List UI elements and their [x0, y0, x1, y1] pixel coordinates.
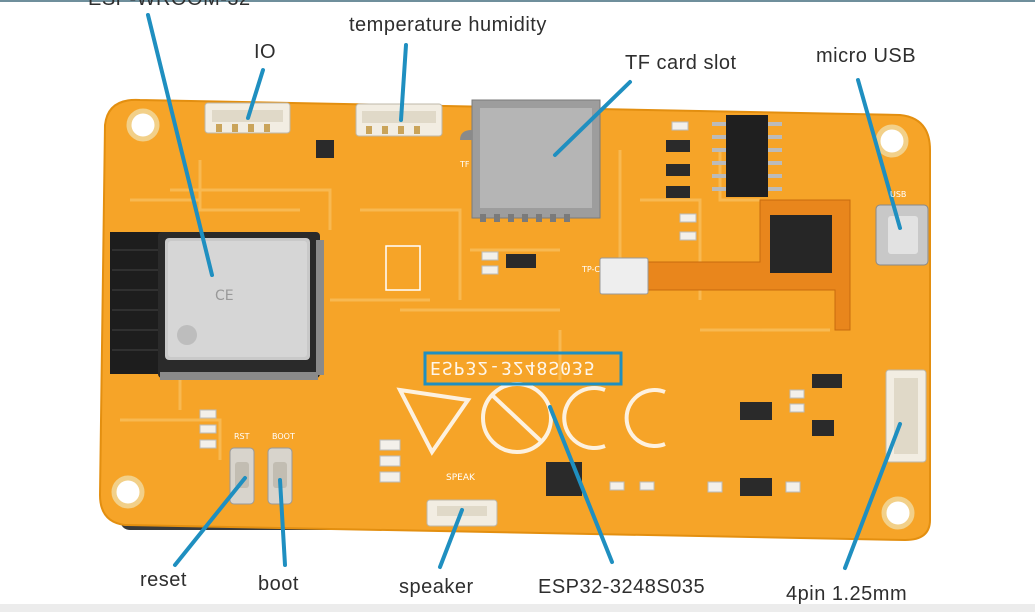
reset-button-part	[229, 447, 255, 505]
silkscreen-tf: TF	[460, 160, 470, 169]
mounting-hole-tl	[126, 108, 160, 142]
bottom-strip	[0, 604, 1035, 612]
svg-text:CE: CE	[215, 288, 234, 304]
label-tf-card-slot: TF card slot	[625, 52, 737, 74]
micro-usb-port	[875, 204, 929, 266]
silkscreen-usb: USB	[890, 190, 907, 199]
label-esp-wroom: ESP-WROOM-32	[88, 0, 251, 11]
mounting-hole-tr	[875, 124, 909, 158]
label-board-model: ESP32-3248S035	[538, 576, 706, 598]
label-io: IO	[254, 41, 277, 63]
touch-flex-cable	[599, 199, 851, 331]
pcb-board	[98, 98, 931, 542]
pointer-4pin	[843, 422, 902, 570]
silkscreen-tpc: TP-C	[582, 265, 601, 274]
model-highlight-box	[423, 351, 623, 386]
label-boot: boot	[258, 573, 299, 595]
silkscreen-rst: RST	[234, 432, 250, 441]
pointer-esp-wroom	[146, 13, 214, 277]
pointer-lines	[146, 13, 902, 570]
silkscreen-boot: BOOT	[272, 432, 295, 441]
pointer-io	[246, 68, 265, 120]
pcb-traces	[120, 150, 830, 460]
pointer-board-model	[548, 405, 614, 564]
top-border	[0, 0, 1035, 2]
label-temperature-humidity: temperature humidity	[349, 14, 547, 36]
pointer-boot	[278, 478, 287, 567]
label-speaker: speaker	[399, 576, 474, 598]
label-4pin: 4pin 1.25mm	[786, 583, 908, 605]
boot-button-part	[267, 447, 293, 505]
ic-soic-right	[726, 115, 768, 197]
unpopulated-footprint	[385, 245, 421, 291]
label-micro-usb: micro USB	[816, 45, 917, 67]
silkscreen-speak: SPEAK	[446, 473, 475, 483]
passives	[199, 121, 805, 493]
smd-components	[316, 140, 842, 496]
pointer-micro-usb	[856, 78, 902, 230]
esp32-castellations	[160, 240, 324, 380]
pointer-speaker	[438, 508, 464, 569]
pointer-temp-humidity	[399, 43, 408, 122]
mounting-hole-bl	[111, 475, 145, 509]
mounting-hole-br	[881, 496, 915, 530]
tf-card-slot	[460, 99, 601, 222]
pointer-tf-card	[553, 80, 632, 157]
pointer-reset	[173, 476, 247, 567]
label-reset: reset	[140, 569, 187, 591]
silkscreen-model: ESP32-3248S035	[430, 357, 596, 378]
mounting-holes	[111, 108, 915, 530]
